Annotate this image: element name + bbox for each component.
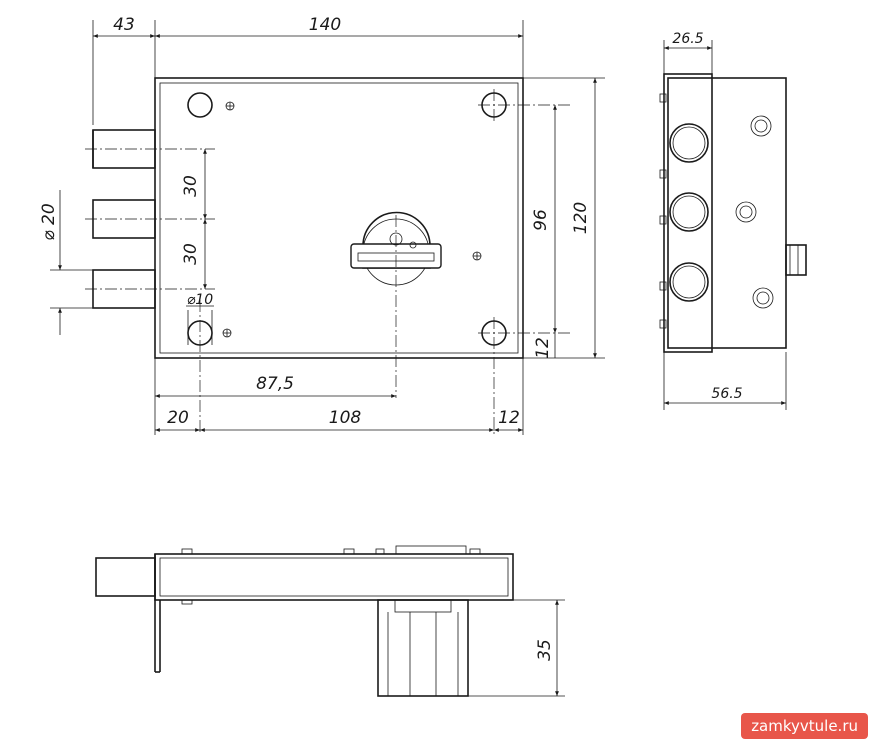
dim-top-overhang: 43 xyxy=(113,15,135,35)
dim-bolt-diameter: ⌀ 20 xyxy=(39,203,59,240)
side-stud-3 xyxy=(752,287,774,309)
screw-icon-1 xyxy=(225,101,235,111)
side-bolt-middle xyxy=(669,192,709,232)
front-view: 43 140 30 30 ⌀ 20 ⌀10 96 120 12 xyxy=(39,15,605,435)
dim-hole-spacing-vertical: 96 xyxy=(531,209,551,231)
keyhole-cylinder xyxy=(350,211,442,398)
screw-icon-2 xyxy=(222,328,232,338)
bottom-bolt xyxy=(95,557,156,597)
dim-body-height: 120 xyxy=(571,202,591,234)
side-bolt-bottom xyxy=(669,262,709,302)
dim-hole-bottom-offset: 12 xyxy=(533,337,553,359)
side-stud-2 xyxy=(735,201,757,223)
dim-hole-spacing-horizontal: 108 xyxy=(329,408,362,428)
bottom-body xyxy=(154,553,514,601)
side-stud-1 xyxy=(750,115,772,137)
dim-faceplate: 26.5 xyxy=(672,31,703,47)
dim-right-hole-offset: 12 xyxy=(498,408,520,428)
dim-hole-diameter: ⌀10 xyxy=(187,292,213,308)
dim-body-width: 140 xyxy=(309,15,341,35)
dim-cylinder-projection: 35 xyxy=(535,639,555,661)
bottom-view: 35 xyxy=(95,545,565,697)
screw-icon-3 xyxy=(472,251,482,261)
dim-backset: 87,5 xyxy=(256,374,294,394)
dim-left-hole-offset: 20 xyxy=(167,408,189,428)
bottom-cylinder xyxy=(377,599,469,697)
dim-bolt-spacing-1: 30 xyxy=(181,175,201,197)
side-body xyxy=(667,77,787,349)
dim-depth: 56.5 xyxy=(711,386,742,402)
dim-bolt-spacing-2: 30 xyxy=(181,243,201,265)
lock-body-inner-edge xyxy=(159,82,519,354)
side-view: 26.5 56.5 xyxy=(659,31,807,410)
side-cylinder-stub xyxy=(785,244,807,276)
watermark-label: zamkyvtule.ru xyxy=(741,713,868,739)
mounting-hole-top-left xyxy=(187,92,213,118)
side-bolt-top xyxy=(669,123,709,163)
lock-body xyxy=(154,77,524,359)
side-faceplate xyxy=(663,73,713,353)
